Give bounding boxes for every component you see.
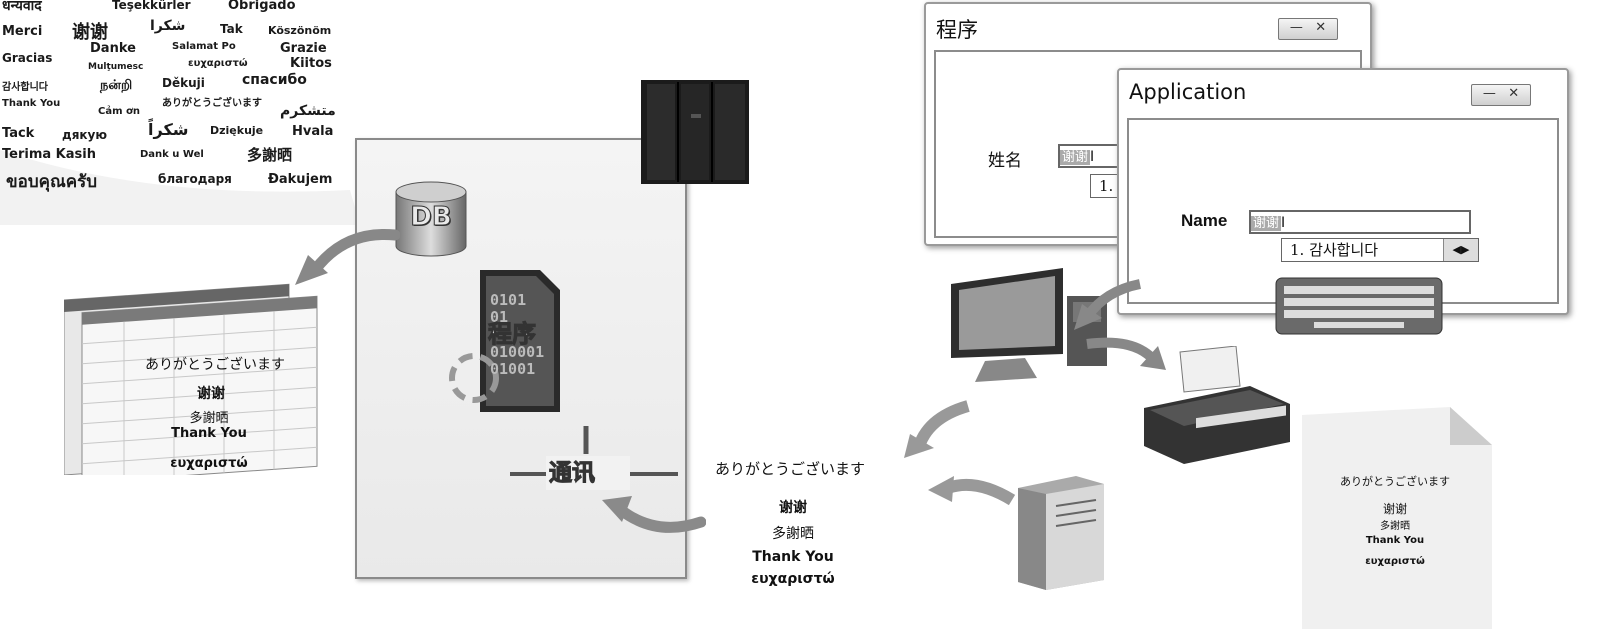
cloud-word: Dank u Wel: [140, 149, 204, 160]
communication-connector-icon: [510, 426, 680, 496]
paper-thanks-english: Thank You: [1300, 535, 1490, 546]
cloud-word: Terima Kasih: [2, 147, 96, 162]
cloud-word: ありがとうございます: [162, 94, 262, 109]
thanks-english: Thank You: [678, 549, 908, 565]
cloud-word: ขอบคุณครับ: [6, 168, 97, 195]
cloud-word: Tack: [2, 126, 34, 141]
candidate-text: 1. 감사합니다: [1290, 241, 1378, 259]
cloud-word: Dziękuje: [210, 124, 263, 137]
name-field-label: 姓名: [988, 146, 1022, 171]
mainframe-server-icon: [641, 78, 751, 186]
thanks-japanese: ありがとうございます: [672, 458, 908, 479]
communication-label: 通讯: [549, 453, 595, 487]
cloud-word: Tak: [220, 22, 243, 36]
paper-thanks-japanese: ありがとうございます: [1300, 473, 1490, 489]
ime-candidate-list[interactable]: 1. 감사합니다 ◀▶: [1281, 238, 1479, 262]
arrow-server-to-center-icon: [926, 470, 1016, 510]
sheet-thanks-chinese: 谢谢: [86, 383, 336, 403]
cloud-word: Hvala: [292, 124, 333, 139]
cloud-word: ευχαριστώ: [188, 58, 248, 69]
cloud-word: Kiitos: [290, 56, 332, 71]
binary-line: 0101: [490, 292, 544, 309]
cloud-word: спасибо: [242, 72, 307, 88]
cloud-word: நன்றி: [100, 78, 132, 94]
candidate-scroll-arrows[interactable]: ◀▶: [1443, 239, 1478, 261]
db-label: DB: [392, 202, 470, 232]
cloud-word: Köszönöm: [268, 24, 331, 37]
name-field-label: Name: [1181, 211, 1227, 231]
selected-text: 谢谢: [1251, 216, 1281, 231]
arrow-to-center-upper-icon: [896, 400, 976, 480]
cloud-word: Merci: [2, 24, 42, 39]
selected-text: 谢谢: [1060, 150, 1090, 165]
close-button[interactable]: ✕: [1508, 86, 1519, 101]
sheet-thanks-japanese: ありがとうございます: [90, 354, 340, 374]
cloud-word: Děkuji: [162, 76, 205, 90]
paper-thanks-cantonese: 多謝晒: [1300, 517, 1490, 532]
thanks-chinese: 谢谢: [678, 497, 908, 517]
window-title: Application: [1129, 80, 1246, 104]
cloud-word: благодаря: [158, 172, 232, 186]
database: DB: [392, 180, 470, 260]
printer-icon: [1140, 346, 1300, 466]
cloud-word: धन्यवाद: [2, 0, 42, 15]
close-button[interactable]: ✕: [1315, 20, 1326, 35]
cloud-word: شكراً: [148, 120, 188, 139]
minimize-button[interactable]: —: [1290, 20, 1303, 35]
cloud-word: Gracias: [2, 51, 52, 65]
cloud-word: Grazie: [280, 41, 327, 56]
thanks-message-list: ありがとうございます 谢谢 多謝晒 Thank You ευχαριστώ: [678, 458, 908, 587]
program-document: 0101 01 010001 01001 程序: [444, 266, 564, 416]
cloud-word: Cảm ơn: [98, 106, 140, 117]
paper-thanks-chinese: 谢谢: [1300, 500, 1490, 517]
server-tower-icon: [1016, 470, 1106, 590]
cloud-word: Salamat Po: [172, 41, 236, 52]
sheet-thanks-cantonese: 多謝晒: [84, 407, 334, 426]
cloud-word: Teşekkürler: [112, 0, 191, 12]
paper-thanks-greek: ευχαριστώ: [1300, 556, 1490, 567]
keyboard-icon: [1274, 276, 1444, 336]
cloud-word: Mulţumesc: [88, 62, 143, 72]
thanks-cantonese: 多謝晒: [678, 523, 908, 543]
sheet-thanks-english: Thank You: [84, 426, 334, 441]
cloud-word: Obrigado: [228, 0, 296, 13]
cloud-word: 多謝晒: [247, 144, 292, 165]
cloud-word: Danke: [90, 41, 136, 56]
thanks-greek: ευχαριστώ: [678, 571, 908, 587]
cloud-word: Ðakujem: [268, 172, 332, 187]
program-label: 程序: [488, 314, 536, 349]
cloud-word: Thank You: [2, 98, 60, 109]
minimize-button[interactable]: —: [1483, 86, 1496, 101]
arrow-keyboard-to-pc-icon: [1070, 276, 1150, 336]
cloud-word: 감사합니다: [2, 78, 48, 93]
cloud-word: شكرا: [150, 18, 185, 34]
window-title: 程序: [936, 14, 978, 44]
cloud-word: متشکرم: [280, 103, 336, 119]
window-controls: — ✕: [1471, 84, 1531, 106]
cloud-word: дякую: [62, 128, 107, 142]
sheet-thanks-greek: ευχαριστώ: [84, 456, 334, 471]
window-controls: — ✕: [1278, 18, 1338, 40]
binary-line: 01001: [490, 361, 544, 378]
